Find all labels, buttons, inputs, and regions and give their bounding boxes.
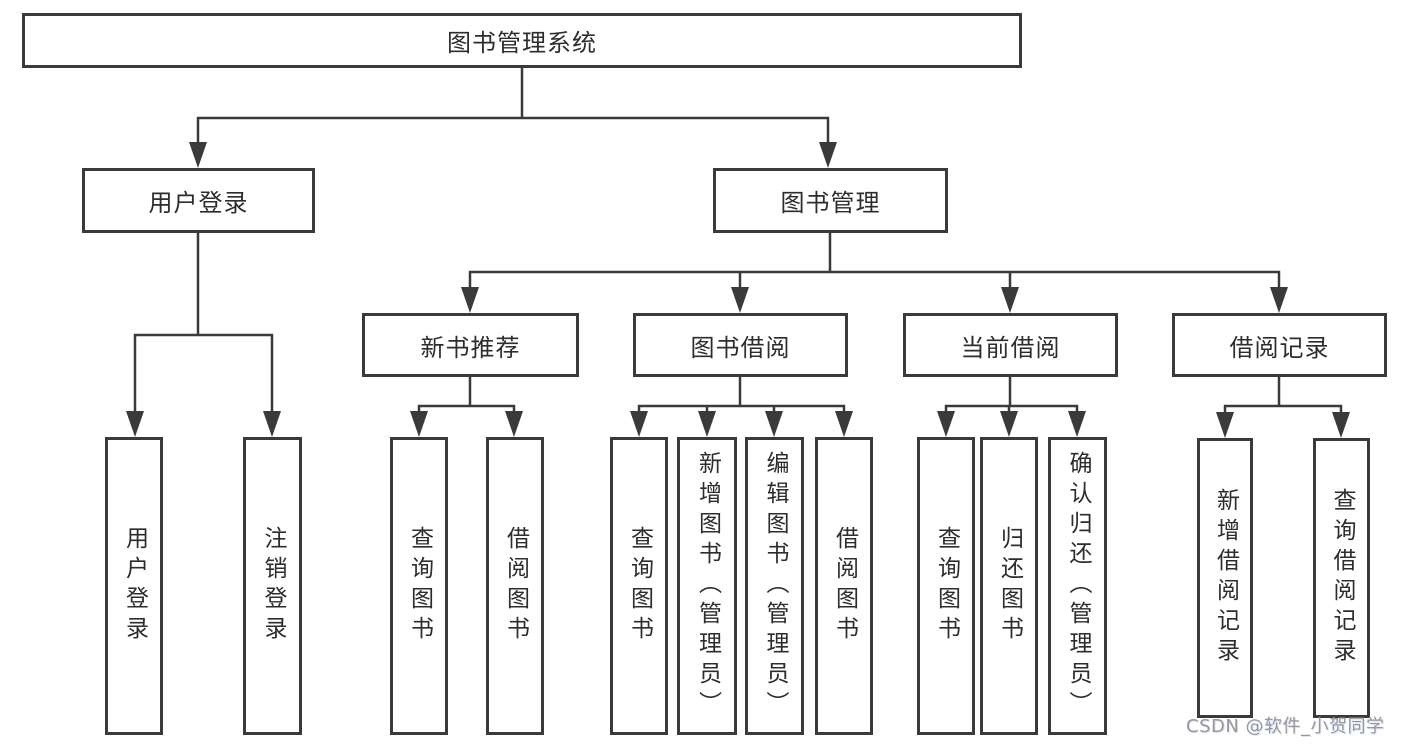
node-new-book-recommend-label: 新书推荐 [420,333,521,362]
watermark: CSDN @软件_小贺同学 [1186,716,1385,737]
node-current-borrow: 当前借阅 [903,313,1118,377]
node-new-book-recommend: 新书推荐 [362,313,579,377]
branch-user-login-label: 用户登录 [148,189,249,217]
leaf-newrec-borrow-books: 借阅图书 [486,437,544,735]
node-current-borrow-label: 当前借阅 [960,333,1061,362]
leaf-borrow-edit-books-admin: 编辑图书（管理员） [745,437,804,735]
leaf-newrec-borrow-books-label: 借阅图书 [502,526,529,646]
leaf-borrow-borrow-books-label: 借阅图书 [831,526,858,646]
node-book-borrow: 图书借阅 [633,313,848,377]
leaf-current-return-books: 归还图书 [980,437,1038,735]
leaf-records-query-record-label: 查询借阅记录 [1329,488,1355,668]
branch-book-management: 图书管理 [713,168,948,233]
leaf-user-login: 用户登录 [105,437,163,735]
leaf-borrow-query-books-label: 查询图书 [626,526,653,646]
leaf-user-login-label: 用户登录 [121,526,148,646]
branch-book-management-label: 图书管理 [780,189,881,217]
node-borrow-records-label: 借阅记录 [1229,333,1330,362]
leaf-current-query-books: 查询图书 [917,437,975,735]
leaf-current-confirm-return-admin: 确认归还（管理员） [1048,437,1107,735]
leaf-borrow-add-books-admin: 新增图书（管理员） [677,437,737,735]
leaf-records-add-record: 新增借阅记录 [1197,438,1253,718]
leaf-records-add-record-label: 新增借阅记录 [1212,488,1239,668]
leaf-current-confirm-return-admin-label: 确认归还（管理员） [1065,451,1091,721]
node-book-borrow-label: 图书借阅 [690,333,791,362]
branch-user-login: 用户登录 [82,168,315,233]
leaf-newrec-query-books: 查询图书 [390,437,448,735]
leaf-logout: 注销登录 [243,437,302,735]
root-node-label: 图书管理系统 [447,29,597,57]
leaf-records-query-record: 查询借阅记录 [1313,438,1370,718]
leaf-current-return-books-label: 归还图书 [996,526,1023,646]
node-borrow-records: 借阅记录 [1172,313,1387,377]
leaf-newrec-query-books-label: 查询图书 [406,526,433,646]
leaf-current-query-books-label: 查询图书 [933,526,960,646]
leaf-logout-label: 注销登录 [260,526,286,646]
leaf-borrow-edit-books-admin-label: 编辑图书（管理员） [762,451,788,721]
leaf-borrow-borrow-books: 借阅图书 [815,437,873,735]
leaf-borrow-add-books-admin-label: 新增图书（管理员） [694,451,721,721]
leaf-borrow-query-books: 查询图书 [610,437,668,735]
root-node-library-management-system: 图书管理系统 [22,13,1022,68]
